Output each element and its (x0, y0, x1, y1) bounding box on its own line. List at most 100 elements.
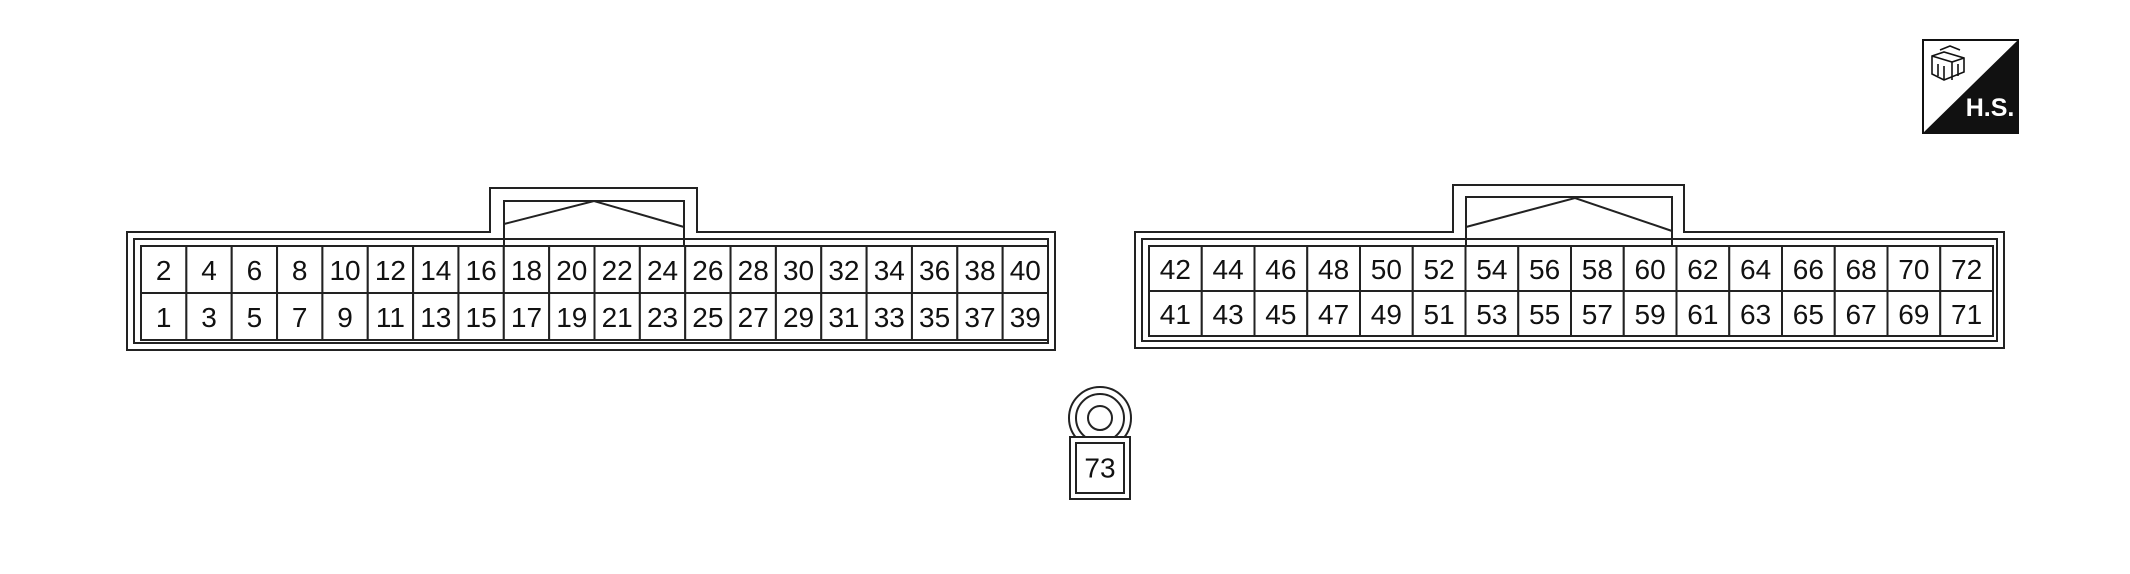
pin-number: 1 (156, 302, 172, 333)
pin-cell (1001, 292, 1050, 341)
pin-number: 9 (337, 302, 353, 333)
pin-number: 24 (647, 255, 678, 286)
pin-number: 44 (1213, 254, 1244, 285)
pin-number: 3 (201, 302, 217, 333)
pin-number: 25 (692, 302, 723, 333)
terminal-label: 73 (1084, 453, 1115, 484)
pin-cell (1570, 290, 1625, 337)
pin-number: 37 (964, 302, 995, 333)
pin-number: 60 (1635, 254, 1666, 285)
pin-cell (1939, 245, 1994, 292)
pin-cell (140, 245, 188, 294)
hs-badge-label: H.S. (1966, 94, 2015, 122)
pin-number: 26 (692, 255, 723, 286)
pin-number: 22 (602, 255, 633, 286)
pin-number: 29 (783, 302, 814, 333)
pin-number: 42 (1160, 254, 1191, 285)
pin-number: 40 (1010, 255, 1041, 286)
connector-right-latch-ramp (1465, 196, 1673, 232)
pin-cell (1728, 245, 1783, 292)
connector-left-inner (133, 238, 1049, 344)
pin-cell (1781, 245, 1836, 292)
pin-cell (1359, 290, 1414, 337)
pin-cell (1570, 245, 1625, 292)
pin-number: 38 (964, 255, 995, 286)
pin-cell (1833, 290, 1889, 337)
pin-number: 23 (647, 302, 678, 333)
pin-number: 53 (1476, 299, 1507, 330)
pin-number: 4 (201, 255, 217, 286)
pin-number: 31 (828, 302, 859, 333)
pin-number: 35 (919, 302, 950, 333)
hs-badge-black-triangle (1923, 40, 2018, 133)
pin-number: 17 (511, 302, 542, 333)
pin-number: 45 (1265, 299, 1296, 330)
pin-number: 8 (292, 255, 308, 286)
pin-cell (276, 292, 324, 341)
single-terminal: 73 (1068, 386, 1132, 500)
pin-cell (321, 292, 369, 341)
pin-number: 20 (556, 255, 587, 286)
pin-number: 15 (466, 302, 497, 333)
pin-number: 72 (1951, 254, 1982, 285)
pin-number: 52 (1424, 254, 1455, 285)
pin-cell (230, 245, 279, 294)
pin-number: 32 (828, 255, 859, 286)
connector-right-outline (1134, 184, 2005, 349)
pin-number: 64 (1740, 254, 1771, 285)
pin-number: 13 (420, 302, 451, 333)
pin-number: 36 (919, 255, 950, 286)
terminal-housing (1069, 436, 1131, 500)
pin-number: 11 (376, 302, 405, 333)
pin-number: 27 (738, 302, 769, 333)
pin-cell (729, 245, 777, 294)
pin-number: 43 (1213, 299, 1244, 330)
pin-cell (366, 292, 415, 341)
pin-number: 66 (1793, 254, 1824, 285)
connector-left-latch-ramp (503, 199, 685, 228)
pin-number: 10 (329, 255, 360, 286)
pin-number: 58 (1582, 254, 1613, 285)
pin-number: 50 (1371, 254, 1402, 285)
pin-cell (185, 292, 233, 341)
pin-cell (185, 245, 233, 294)
pin-number: 6 (247, 255, 263, 286)
harness-connector-icon (1931, 45, 1965, 81)
pin-number: 41 (1160, 299, 1191, 330)
pin-cell (548, 245, 596, 294)
hs-badge: H.S. (1922, 39, 2019, 134)
pin-number: 46 (1265, 254, 1296, 285)
pin-cell (638, 245, 687, 294)
pin-number: 39 (1010, 302, 1041, 333)
pin-number: 54 (1476, 254, 1507, 285)
pin-number: 2 (156, 255, 172, 286)
pin-number: 62 (1687, 254, 1718, 285)
pin-cell (593, 292, 641, 341)
pin-cell (820, 245, 868, 294)
pin-number: 57 (1582, 299, 1613, 330)
pin-cell (1464, 245, 1520, 292)
pin-number: 7 (292, 302, 308, 333)
pin-number: 34 (874, 255, 905, 286)
terminal-housing-inner (1075, 442, 1125, 494)
pin-cell (774, 245, 823, 294)
pin-cell (1939, 290, 1994, 337)
pin-number: 51 (1424, 299, 1455, 330)
pin-cell (548, 292, 596, 341)
pin-number: 55 (1529, 299, 1560, 330)
pin-number: 12 (375, 255, 406, 286)
pin-number: 21 (602, 302, 633, 333)
pin-number: 16 (466, 255, 497, 286)
pin-cell (140, 292, 188, 341)
pin-number: 28 (738, 255, 769, 286)
pin-cell (1001, 245, 1050, 294)
pin-number: 33 (874, 302, 905, 333)
pin-number: 68 (1846, 254, 1877, 285)
connector-right-latch (1465, 196, 1673, 246)
pin-number: 30 (783, 255, 814, 286)
pin-cell (956, 245, 1004, 294)
